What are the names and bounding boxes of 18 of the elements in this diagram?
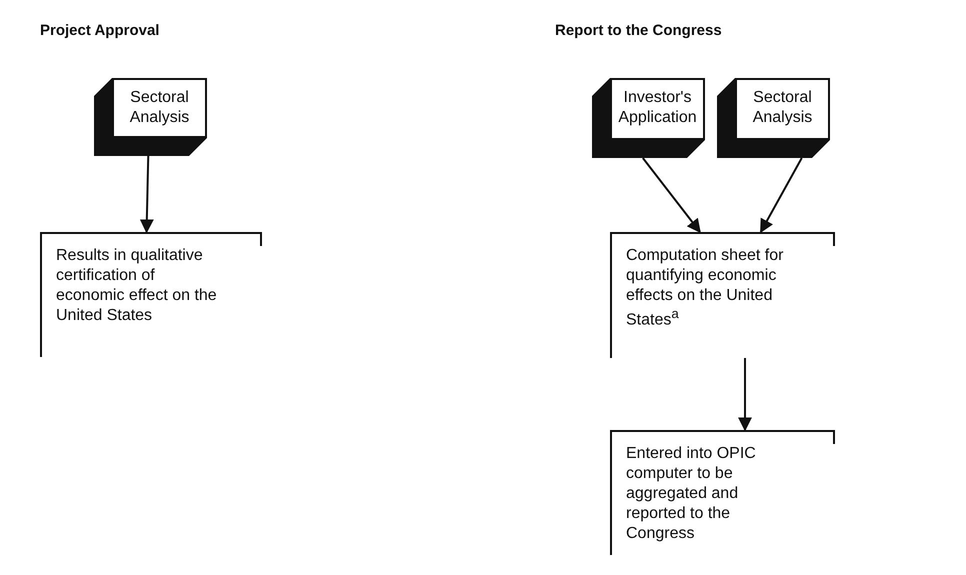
document-box: [610, 430, 835, 555]
document-box: [40, 232, 262, 357]
node-text: Computation sheet for quantifying economic effects on the United States$^{a}$: [626, 246, 784, 330]
node-text: Entered into OPIC computer to be aggregated and reported to the Congress: [626, 444, 757, 544]
section-heading: Report to the Congress: [555, 22, 722, 39]
node-text: Results in qualitative certification of economic effect on the United States: [56, 246, 218, 326]
node-text: Sectoral Analysis: [128, 88, 190, 128]
document-box: [610, 232, 835, 358]
arrow: [140, 156, 154, 234]
arrow: [738, 358, 752, 432]
node-text: Sectoral Analysis: [752, 88, 814, 128]
shaded-box: [94, 78, 207, 156]
arrow: [642, 157, 701, 234]
shaded-box: [592, 78, 705, 158]
node-text: Investor's Application: [618, 88, 697, 128]
arrow: [760, 158, 803, 234]
section-heading: Project Approval: [40, 22, 160, 39]
shaded-box: [717, 78, 830, 158]
